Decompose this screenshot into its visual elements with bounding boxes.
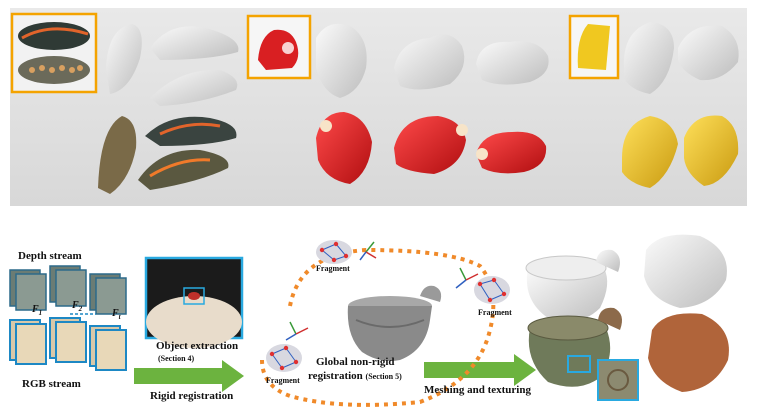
frame-label-t: Ft (112, 308, 121, 321)
top-results-illustration (10, 12, 739, 194)
meshing-texturing-arrow (424, 354, 536, 386)
horse-mesh-red (316, 112, 547, 184)
shoe-mesh-textured (98, 116, 237, 194)
rigid-registration-label: Rigid registration (150, 390, 234, 402)
top-results-panel (10, 8, 747, 206)
depth-stream-label: Depth stream (18, 250, 82, 262)
frame-stack-t (89, 273, 127, 371)
rgb-stream-label: RGB stream (22, 378, 81, 390)
shoe-photo (10, 12, 98, 94)
meshing-texturing-label: Meshing and texturing (424, 384, 531, 396)
section-4-label: (Section 4) (158, 354, 195, 363)
horse-mesh-white (316, 23, 549, 98)
bananas-mesh-yellow (622, 115, 739, 188)
global-nonrigid-label: Global non-rigid (316, 356, 395, 368)
bananas-mesh-white (623, 22, 739, 94)
object-extraction-image (144, 256, 244, 348)
frame-stack-1 (9, 269, 47, 365)
pipeline-illustration (9, 234, 729, 407)
bananas-photo (568, 14, 620, 80)
global-registration-loop (260, 247, 496, 407)
registration-label: registration (Section 5) (308, 370, 402, 382)
pipeline-panel: Depth stream RGB stream F1 F2 Ft Object … (0, 210, 757, 410)
fragment-right (455, 267, 510, 304)
result-mesh-textured (527, 307, 729, 401)
frame-stack-2 (49, 265, 87, 363)
fragment-label-right: Fragment (478, 308, 512, 317)
horse-photo (246, 14, 312, 80)
frame-label-1: F1 (32, 304, 43, 317)
fragment-top (316, 240, 377, 264)
fragment-label-top: Fragment (316, 264, 350, 273)
pointcloud-object (347, 285, 442, 361)
object-extraction-label: Object extraction (156, 340, 239, 352)
rigid-registration-arrow (134, 360, 244, 392)
fragment-label-left: Fragment (266, 376, 300, 385)
shoe-mesh-white (106, 24, 239, 106)
fragment-left (266, 321, 309, 372)
result-mesh-white (525, 234, 727, 322)
frame-label-2: F2 (72, 300, 83, 313)
